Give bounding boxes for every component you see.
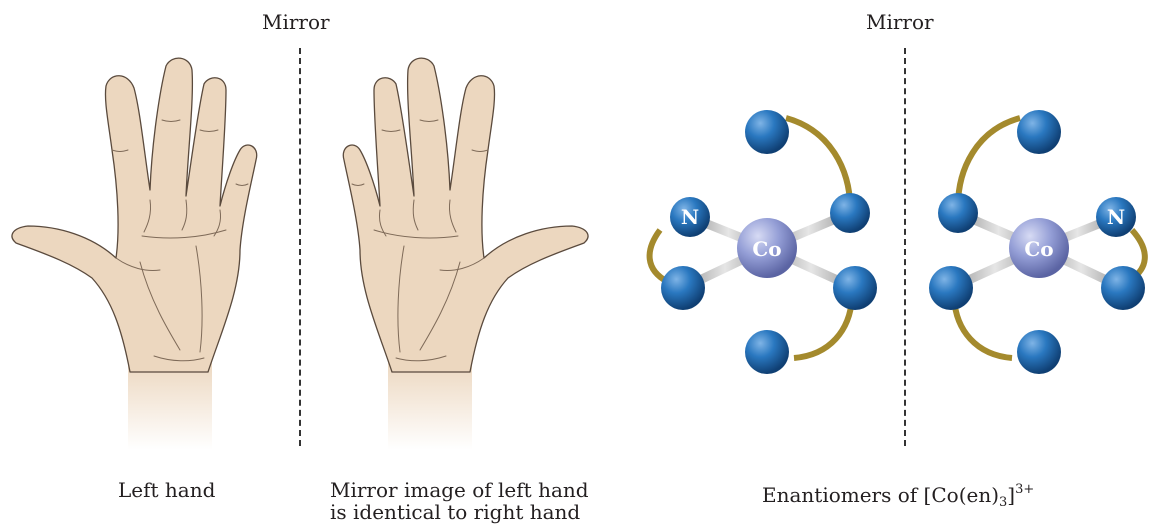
nitrogen-label-right: N: [1107, 205, 1125, 229]
caption-left-hand: Left hand: [118, 478, 215, 502]
caption-mirror-image-line1: Mirror image of left hand: [330, 478, 589, 502]
cobalt-label-left: Co: [752, 237, 781, 261]
left-hand-drawing: [12, 58, 257, 450]
enantiomer-right: N Co: [929, 110, 1145, 374]
caption-enantiomers: Enantiomers of [Co(en)3]3+: [762, 478, 1034, 515]
cobalt-label-right: Co: [1024, 237, 1053, 261]
caption-enantiomers-charge: 3+: [1015, 482, 1034, 497]
mirrored-hand-drawing: [343, 58, 588, 450]
enantiomer-left: N Co: [650, 110, 877, 374]
nitrogen-label-left: N: [681, 205, 699, 229]
caption-enantiomers-bracket: ]: [1007, 483, 1015, 507]
caption-enantiomers-prefix: Enantiomers of [Co(en): [762, 483, 999, 507]
caption-mirror-image-line2: is identical to right hand: [330, 500, 580, 524]
